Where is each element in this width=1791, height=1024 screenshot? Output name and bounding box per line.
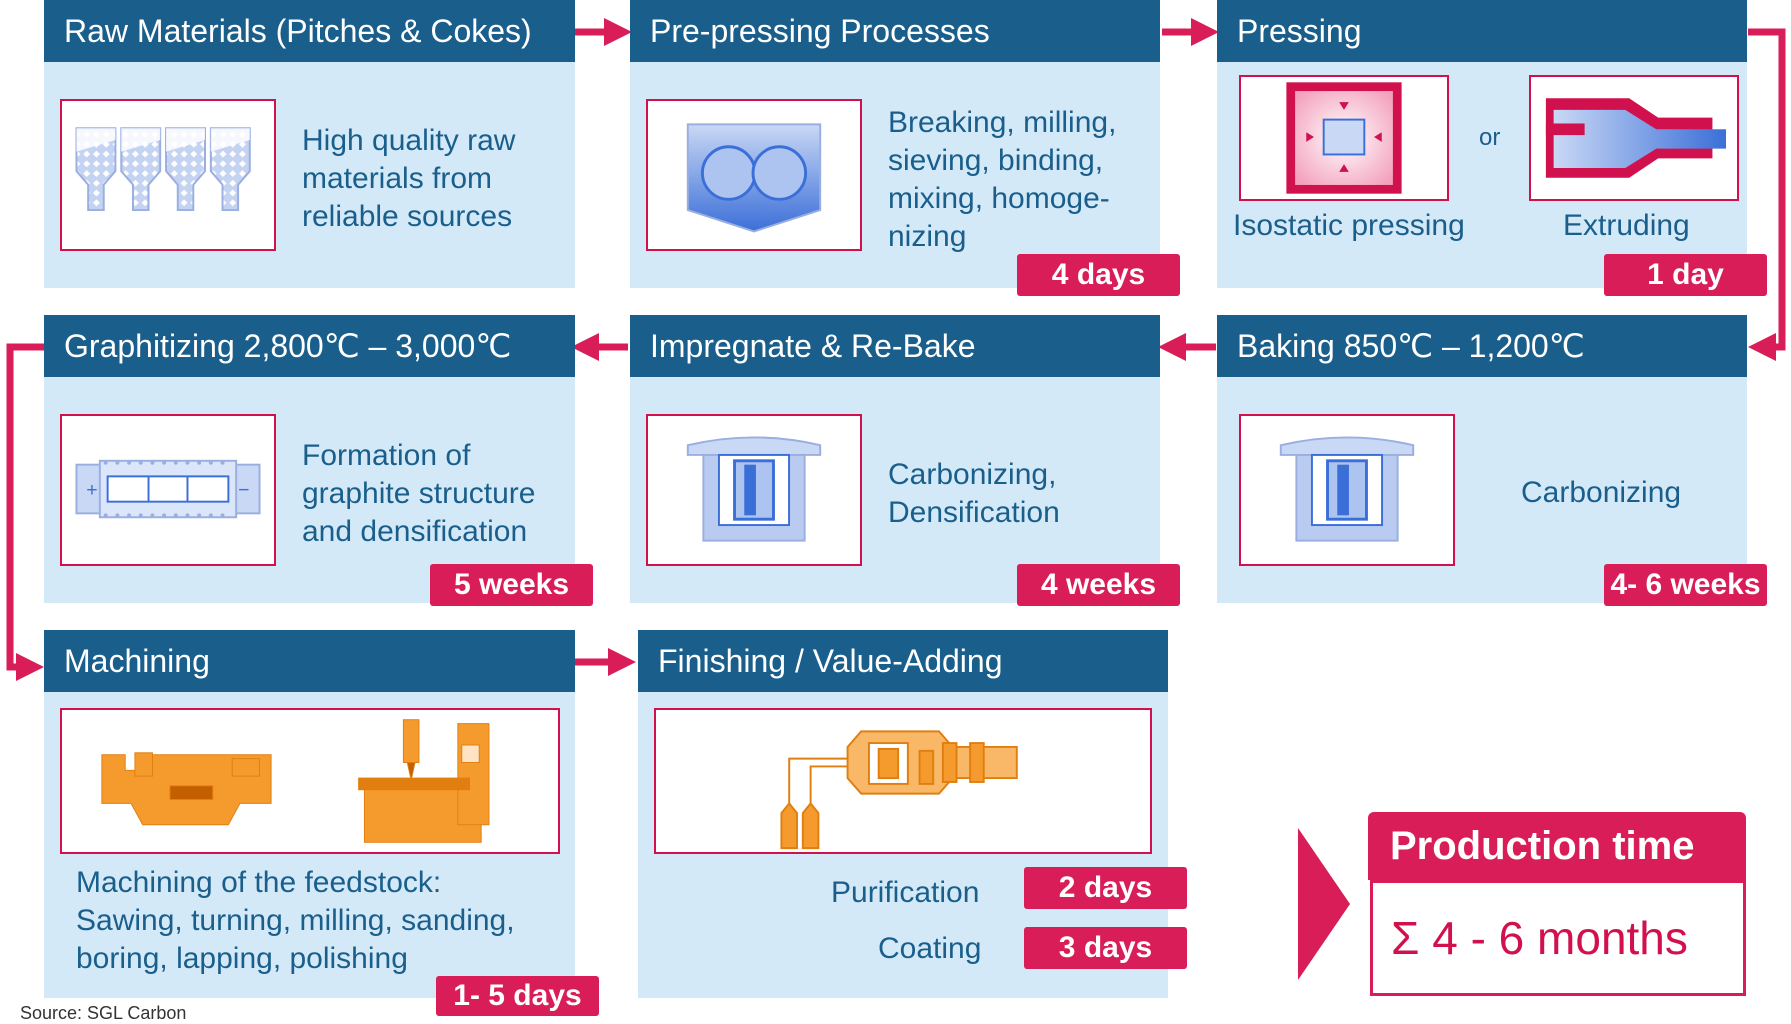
arrow-graph-to-mach (6, 343, 44, 681)
duration-badge-machining: 1- 5 days (436, 976, 599, 1016)
svg-text:−: − (238, 479, 249, 501)
step-finishing: Finishing / Value-Adding Purification Co… (638, 630, 1168, 998)
source-note: Source: SGL Carbon (20, 1003, 187, 1023)
extruding-caption: Extruding (1563, 209, 1690, 242)
duration-badge-purification: 2 days (1024, 867, 1187, 909)
duration-badge-graphitizing: 5 weeks (430, 564, 593, 606)
step-impregnate: Impregnate & Re-Bake Carbonizing, Densif… (630, 315, 1160, 603)
step-description: Machining of the feedstock: Sawing, turn… (76, 866, 515, 975)
kiln-illustration (646, 414, 862, 566)
step-title: Raw Materials (Pitches & Cokes) (44, 0, 575, 62)
step-pre-pressing: Pre-pressing Processes Breaking, milling… (630, 0, 1160, 288)
arrow-pressing-to-baking (1748, 28, 1786, 361)
extruder-illustration (1529, 75, 1739, 201)
duration-badge-pressing: 1 day (1604, 254, 1767, 296)
step-title: Baking 850℃ – 1,200℃ (1217, 315, 1747, 377)
step-machining: Machining Machining of the feedstock: Sa… (44, 630, 575, 998)
duration-badge-impregnate: 4 weeks (1017, 564, 1180, 606)
step-baking: Baking 850℃ – 1,200℃ Carbonizing (1217, 315, 1747, 603)
step-graphitizing: Graphitizing 2,800℃ – 3,000℃ + − Formati… (44, 315, 575, 603)
step-description: Carbonizing (1521, 476, 1682, 509)
step-title: Graphitizing 2,800℃ – 3,000℃ (44, 315, 575, 377)
duration-badge-baking: 4- 6 weeks (1604, 564, 1767, 606)
duration-badge-pre-pressing: 4 days (1017, 254, 1180, 296)
production-time-value: Σ 4 - 6 months (1370, 880, 1746, 996)
duration-badge-coating: 3 days (1024, 927, 1187, 969)
or-label: or (1479, 124, 1501, 151)
step-title: Finishing / Value-Adding (638, 630, 1168, 692)
production-arrow (1298, 828, 1350, 980)
svg-text:+: + (86, 479, 97, 501)
purification-label: Purification (831, 876, 980, 909)
step-raw-materials: Raw Materials (Pitches & Cokes) (44, 0, 575, 288)
step-title: Impregnate & Re-Bake (630, 315, 1160, 377)
step-title: Pressing (1217, 0, 1747, 62)
kiln-illustration (1239, 414, 1455, 566)
step-description: High quality raw materials from reliable… (302, 124, 516, 233)
step-description: Breaking, milling, sieving, binding, mix… (888, 106, 1117, 253)
step-description: Carbonizing, Densification (888, 458, 1060, 529)
furnace-illustration: + − (60, 414, 276, 566)
production-time-label: Production time (1368, 812, 1746, 880)
step-description: Formation of graphite structure and dens… (302, 439, 536, 548)
isostatic-caption: Isostatic pressing (1233, 209, 1465, 242)
coating-reactor-illustration (654, 708, 1152, 854)
step-title: Pre-pressing Processes (630, 0, 1160, 62)
coating-label: Coating (878, 932, 982, 965)
mixer-illustration (646, 99, 862, 251)
machining-illustration (60, 708, 560, 854)
isostatic-press-illustration (1239, 75, 1449, 201)
step-pressing: Pressing or (1217, 0, 1747, 288)
silos-illustration (60, 99, 276, 251)
step-title: Machining (44, 630, 575, 692)
